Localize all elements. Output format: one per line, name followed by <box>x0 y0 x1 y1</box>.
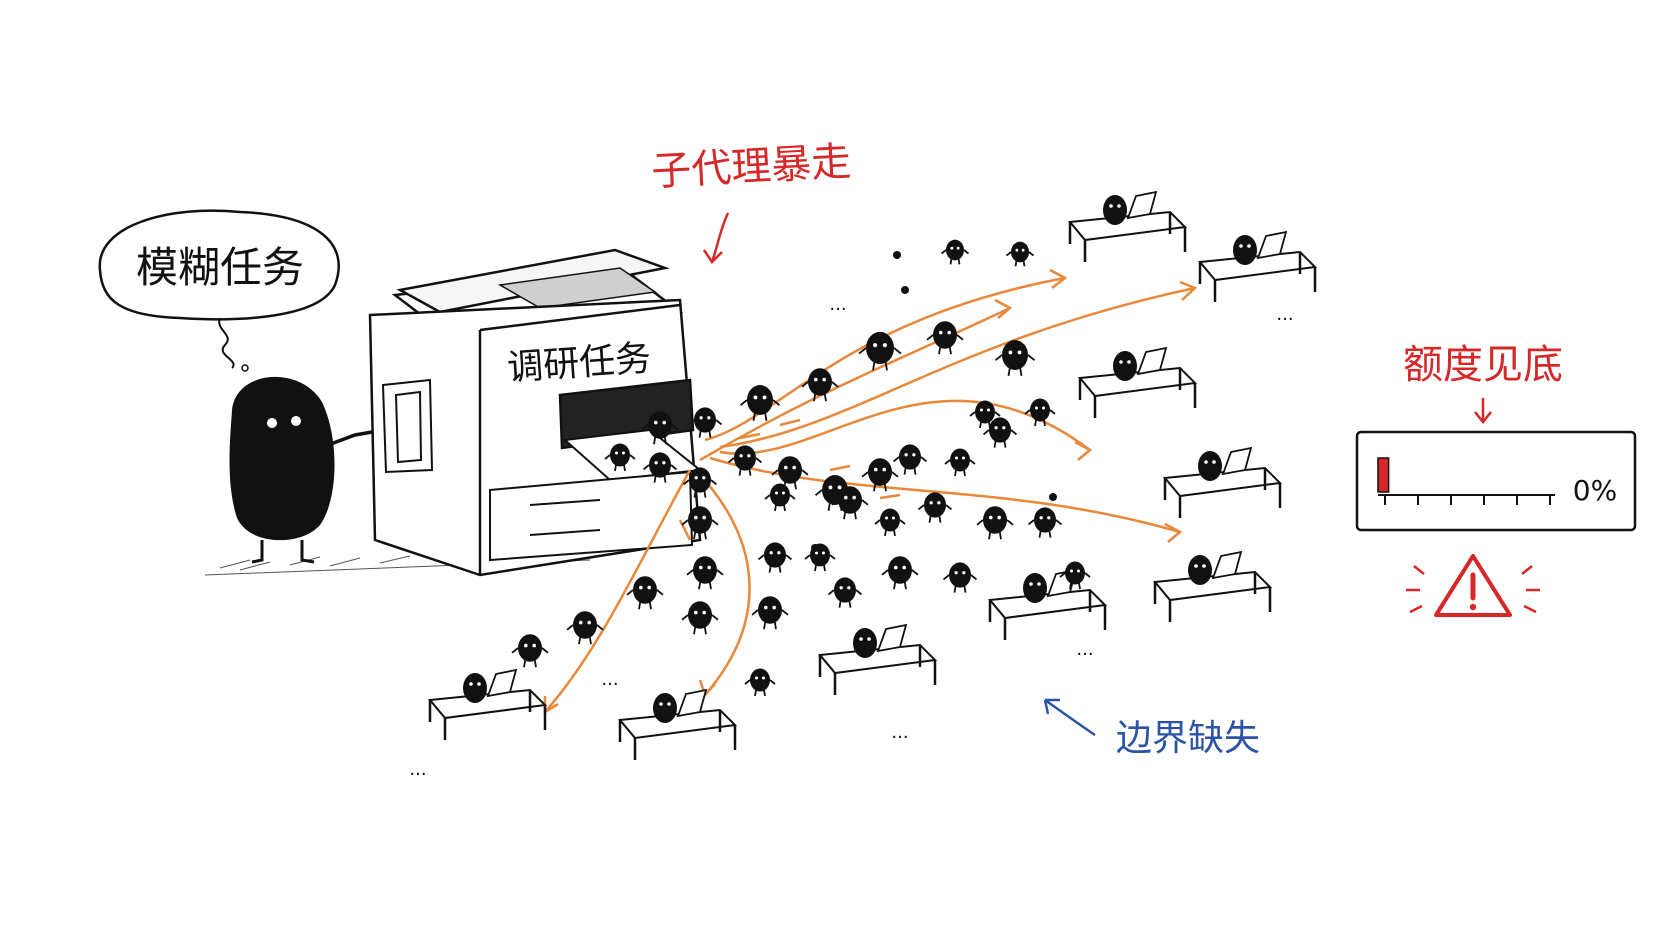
desk <box>1198 230 1318 302</box>
motion-dash <box>829 464 851 472</box>
subagent <box>1059 561 1091 590</box>
subagent <box>858 331 902 371</box>
subagent <box>804 543 836 572</box>
ellipsis-mark: ... <box>601 669 618 690</box>
subagent <box>686 556 724 590</box>
flow-arrowhead <box>1074 440 1093 461</box>
flow-arrow <box>699 474 751 696</box>
quota-exhausted-label: 额度见底 <box>1403 342 1563 388</box>
debris-dot <box>901 286 909 294</box>
subagent <box>681 506 719 540</box>
flow-arrowhead <box>1049 268 1068 289</box>
subagent-swarm <box>511 239 1091 697</box>
subagent <box>681 601 719 635</box>
motion-dash <box>739 432 761 440</box>
subagent <box>744 668 776 697</box>
subagent <box>687 407 723 438</box>
subagent <box>942 562 978 593</box>
subagent <box>739 385 781 421</box>
desk <box>1163 446 1283 518</box>
missing-boundary-label: 边界缺失 <box>1116 718 1260 759</box>
motion-dash <box>879 493 901 500</box>
flow-arrow <box>709 456 1181 534</box>
subagent <box>827 577 863 608</box>
subagent-runaway-label: 子代理暴走 <box>650 139 852 195</box>
subagent <box>511 634 549 668</box>
subagent <box>994 340 1036 376</box>
flow-arrow <box>719 399 1091 455</box>
subagent-runaway-arrow <box>702 212 730 264</box>
quota-percent: 0% <box>1573 474 1617 507</box>
machine-label: 调研任务 <box>506 338 653 389</box>
subagent <box>641 411 679 445</box>
subagent <box>944 448 976 477</box>
subagent <box>682 467 718 498</box>
subagent <box>969 400 1001 429</box>
flow-arrowhead <box>1179 280 1198 301</box>
desk <box>1153 550 1273 622</box>
ellipsis-marks: .................. <box>409 294 1293 780</box>
ellipsis-mark: ... <box>409 759 426 780</box>
debris-dot <box>1049 493 1057 501</box>
ellipsis-mark: ... <box>891 722 908 743</box>
subagent <box>727 445 763 476</box>
flow-arrowhead <box>994 298 1013 319</box>
desk <box>818 623 938 695</box>
subagent <box>642 452 678 483</box>
quota-panel: 额度见底 0% <box>1355 342 1637 617</box>
desks <box>428 190 1318 760</box>
subagent <box>1024 398 1056 427</box>
desk <box>428 668 548 740</box>
missing-boundary-arrow <box>1043 698 1096 737</box>
desk <box>618 688 738 760</box>
subagent <box>892 444 928 475</box>
quota-meter <box>1355 430 1637 532</box>
quota-fill <box>1377 457 1390 493</box>
debris-dot <box>893 251 901 259</box>
thought-bubble: 模糊任务 <box>98 209 340 372</box>
quota-scale <box>1378 494 1555 505</box>
subagent <box>940 239 970 265</box>
desk <box>1078 346 1198 418</box>
subagent <box>566 611 604 645</box>
subagent <box>764 483 796 512</box>
subagent <box>982 417 1018 448</box>
subagent <box>757 542 793 573</box>
subagent <box>604 443 636 472</box>
subagent <box>626 576 664 610</box>
flow-arrow <box>699 306 1011 462</box>
subagent <box>751 596 789 630</box>
ellipsis-mark: ... <box>1076 639 1093 660</box>
flow-arrow <box>704 276 1066 442</box>
flow-arrow <box>544 469 692 713</box>
flow-arrow <box>719 286 1196 449</box>
subagent <box>801 368 839 402</box>
ellipsis-mark: ... <box>829 294 846 315</box>
subagent <box>874 508 906 537</box>
warning-icon <box>1406 554 1540 617</box>
debris-dot <box>811 544 819 552</box>
copy-machine: 调研任务 <box>368 248 703 577</box>
flow-arrowhead <box>1164 522 1183 543</box>
subagent <box>861 458 899 492</box>
subagent <box>1005 241 1035 267</box>
subagent <box>976 506 1014 540</box>
subagent <box>1027 507 1063 538</box>
ellipsis-mark: ... <box>1276 304 1293 325</box>
subagent <box>881 556 919 590</box>
desk <box>1068 190 1188 262</box>
thought-bubble-text: 模糊任务 <box>136 243 304 292</box>
subagent-flow-arrows <box>543 268 1198 715</box>
subagent <box>831 486 869 520</box>
subagent <box>926 321 964 355</box>
desk <box>988 568 1108 640</box>
motion-dash <box>779 418 801 427</box>
motion-dash <box>678 519 692 541</box>
main-character <box>229 376 373 564</box>
subagent <box>917 492 953 523</box>
